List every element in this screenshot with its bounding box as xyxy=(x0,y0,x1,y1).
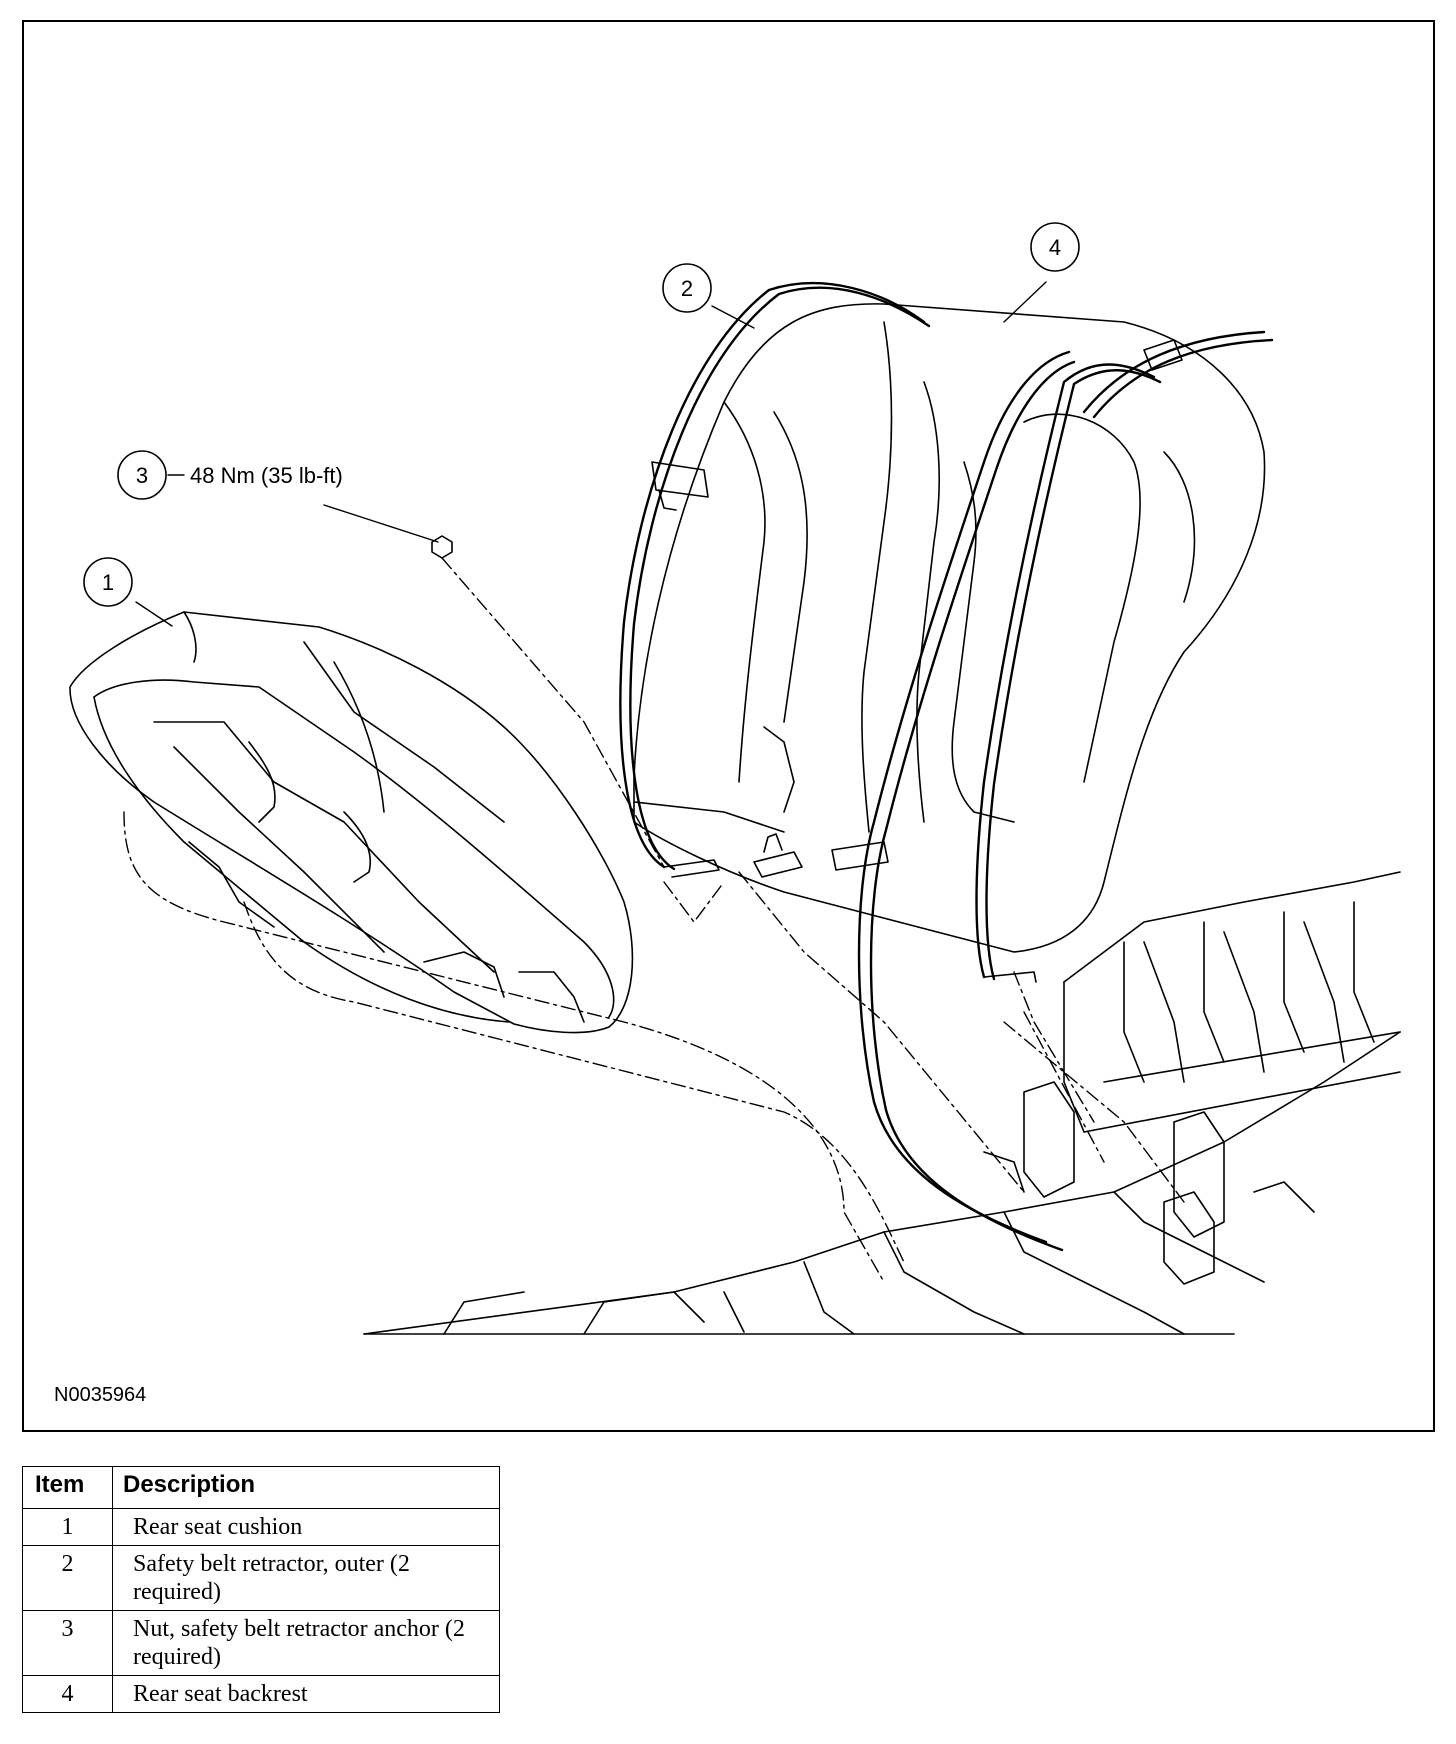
vehicle-floor-pan xyxy=(363,871,1401,1335)
callout-1: 1 xyxy=(83,557,133,607)
item-number: 4 xyxy=(22,1675,113,1713)
assembly-centerlines xyxy=(123,557,1185,1283)
exploded-view-drawing: 1 2 3 48 Nm (35 lb-ft) 4 xyxy=(69,222,1401,1335)
item-number: 3 xyxy=(22,1610,113,1676)
column-header-item: Item xyxy=(22,1466,113,1509)
safety-belt-right xyxy=(975,330,1274,983)
rear-seat-cushion xyxy=(69,611,634,1034)
item-description: Safety belt retractor, outer (2 required… xyxy=(112,1545,500,1611)
safety-belt-center xyxy=(753,350,1076,1252)
item-number: 1 xyxy=(22,1508,113,1546)
safety-belt-retractor-outer xyxy=(619,282,931,878)
column-header-description: Description xyxy=(112,1466,500,1509)
callout-3: 3 48 Nm (35 lb-ft) xyxy=(117,450,343,500)
item-description: Nut, safety belt retractor anchor (2 req… xyxy=(112,1610,500,1676)
item-description: Rear seat cushion xyxy=(112,1508,500,1546)
callout-3-label: 3 xyxy=(136,463,148,488)
retractor-anchor-nut xyxy=(431,535,453,559)
item-description: Rear seat backrest xyxy=(112,1675,500,1713)
table-header-row: Item Description xyxy=(22,1466,500,1509)
callout-1-label: 1 xyxy=(102,570,114,595)
table-row: 1 Rear seat cushion xyxy=(22,1508,500,1546)
table-row: 4 Rear seat backrest xyxy=(22,1675,500,1713)
callout-3-torque: 48 Nm (35 lb-ft) xyxy=(190,463,343,488)
callout-4: 4 xyxy=(1030,222,1080,272)
callout-2-label: 2 xyxy=(681,276,693,301)
table-row: 2 Safety belt retractor, outer (2 requir… xyxy=(22,1545,500,1611)
figure-id: N0035964 xyxy=(54,1384,147,1406)
rear-seat-backrest xyxy=(633,303,1266,953)
callout-2: 2 xyxy=(662,263,712,313)
callout-leaders xyxy=(135,281,1047,627)
parts-table: Item Description 1 Rear seat cushion 2 S… xyxy=(22,1466,500,1713)
callout-4-label: 4 xyxy=(1049,235,1061,260)
item-number: 2 xyxy=(22,1545,113,1611)
illustration-frame: 1 2 3 48 Nm (35 lb-ft) 4 N0035964 xyxy=(22,20,1435,1432)
table-row: 3 Nut, safety belt retractor anchor (2 r… xyxy=(22,1610,500,1676)
